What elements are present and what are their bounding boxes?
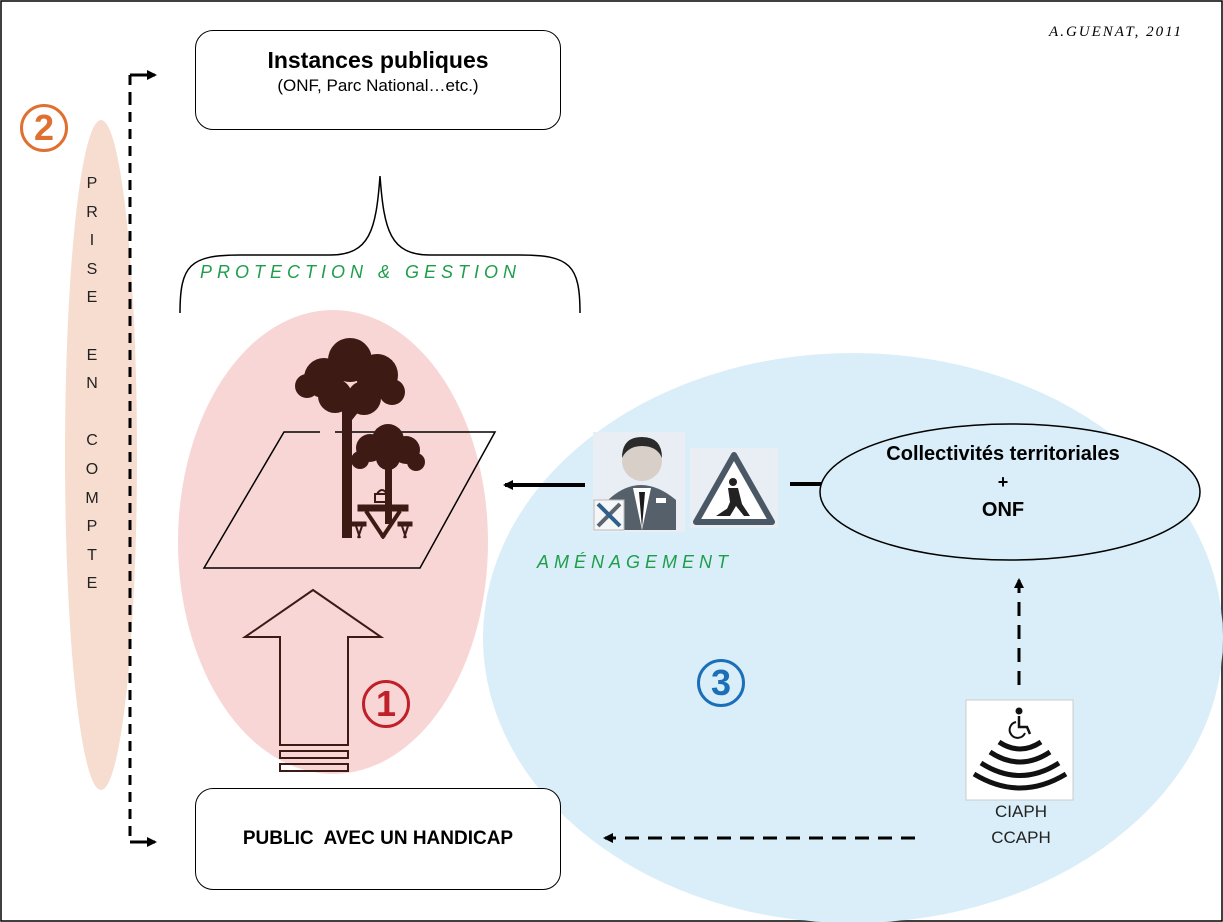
letter: P [86,518,98,536]
letter: E [86,346,98,364]
tree-icon [295,338,425,538]
roadwork-sign-icon [690,448,778,528]
zone-1-ellipse [178,310,488,774]
amenagement-label: AMÉNAGEMENT [537,552,734,572]
tools-icon [593,499,625,531]
letter: R [86,203,98,221]
author-credit: A.GUENAT, 2011 [1049,24,1183,40]
public-handicap-box: PUBLIC AVEC UN HANDICAP [195,788,561,890]
letter: N [86,375,98,393]
instances-title: Instances publiques [267,47,489,73]
picnic-table-icon [351,489,413,540]
step-3-badge: 3 [697,659,745,707]
collectivites-plus: + [997,472,1009,492]
commissions-label: CIAPH CCAPH [966,799,1076,851]
commission-ciaph: CIAPH [995,802,1047,821]
instances-publiques-box: Instances publiques (ONF, Parc National…… [195,30,561,130]
letter: S [86,260,98,278]
letter: E [86,289,98,307]
public-label: PUBLIC AVEC UN HANDICAP [242,828,514,849]
collectivites-text: Collectivités territoriales + ONF [798,443,1208,522]
protection-gestion-label: PROTECTION & GESTION [200,262,522,282]
wheelchair-signal-icon [965,699,1074,801]
letter: C [86,432,98,450]
collectivites-ellipse [819,423,1201,561]
letter: T [87,546,97,564]
prise-en-compte-label: P R I S E E N C O M P T E [70,170,114,599]
forest-parcel [202,431,497,569]
collectivites-line2: ONF [981,499,1025,521]
letter: P [86,175,98,192]
step-1-badge: 1 [362,680,410,728]
letter: I [89,232,95,250]
letter: M [85,489,99,507]
collectivites-line1: Collectivités territoriales [886,443,1120,465]
instances-subtitle: (ONF, Parc National…etc.) [277,76,479,95]
protection-brace [179,175,581,314]
up-arrow [241,588,385,772]
step-2-badge: 2 [20,104,68,152]
letter: E [86,575,98,593]
letter: O [85,460,99,478]
commission-ccaph: CCAPH [991,828,1051,847]
zone-2-ellipse [65,120,137,790]
